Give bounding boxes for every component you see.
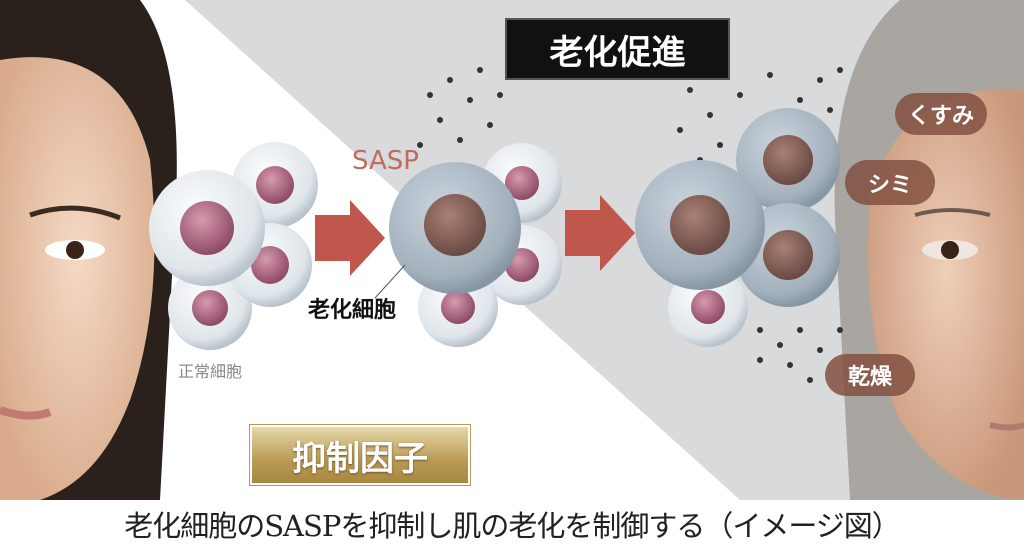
young-face [0, 0, 177, 500]
elderly-face [834, 0, 1024, 500]
spots-badge: シミ [845, 160, 935, 205]
suppression-factor-label: 抑制因子 [250, 425, 470, 485]
aging-promotion-label: 老化促進 [505, 18, 730, 80]
dullness-badge: くすみ [895, 93, 987, 135]
dryness-badge: 乾燥 [825, 354, 915, 396]
arrow-1 [315, 200, 385, 276]
arrow-2 [565, 195, 635, 271]
senescent-cell-label: 老化細胞 [308, 298, 397, 323]
sasp-label: SASP [352, 146, 419, 176]
caption: 老化細胞のSASPを抑制し肌の老化を制御する（イメージ図） [124, 509, 901, 543]
senescent-stage [374, 143, 562, 347]
normal-cell-label: 正常細胞 [178, 362, 243, 381]
sasp-particles [417, 67, 843, 383]
aged-cells [635, 108, 840, 347]
normal-cells [149, 142, 318, 350]
